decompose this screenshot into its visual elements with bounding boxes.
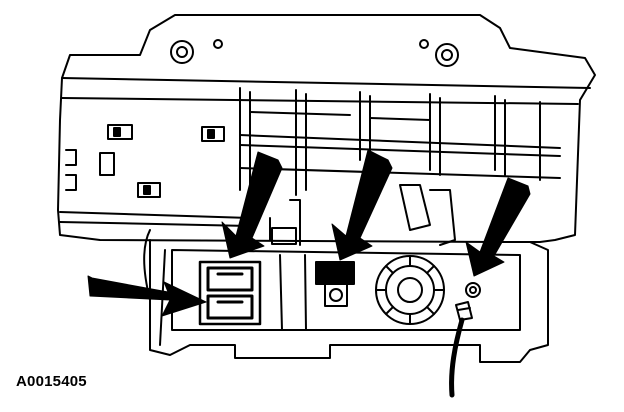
- clip-slot: [137, 182, 161, 198]
- callout-arrow-1: [221, 151, 283, 259]
- blower-fan: [375, 255, 445, 325]
- mounting-boss-right: [435, 43, 459, 67]
- harness-cable: [449, 301, 473, 398]
- louver-fins: [239, 87, 561, 196]
- clip-slot: [107, 124, 133, 140]
- cable-grommet: [465, 282, 481, 298]
- figure-id-label: A0015405: [16, 373, 87, 390]
- upper-housing: [57, 14, 596, 243]
- small-hole: [419, 39, 429, 49]
- top-lip: [61, 77, 591, 89]
- lower-housing: [149, 239, 549, 363]
- mounting-boss-left: [170, 40, 194, 64]
- clip-slot: [201, 126, 225, 142]
- small-hole: [213, 39, 223, 49]
- callout-arrow-3: [465, 177, 531, 277]
- callout-arrow-4: [87, 275, 207, 317]
- connector-block: [198, 260, 262, 326]
- resistor-module: [279, 254, 355, 331]
- tab-square: [99, 152, 115, 176]
- callout-arrow-2: [331, 149, 393, 261]
